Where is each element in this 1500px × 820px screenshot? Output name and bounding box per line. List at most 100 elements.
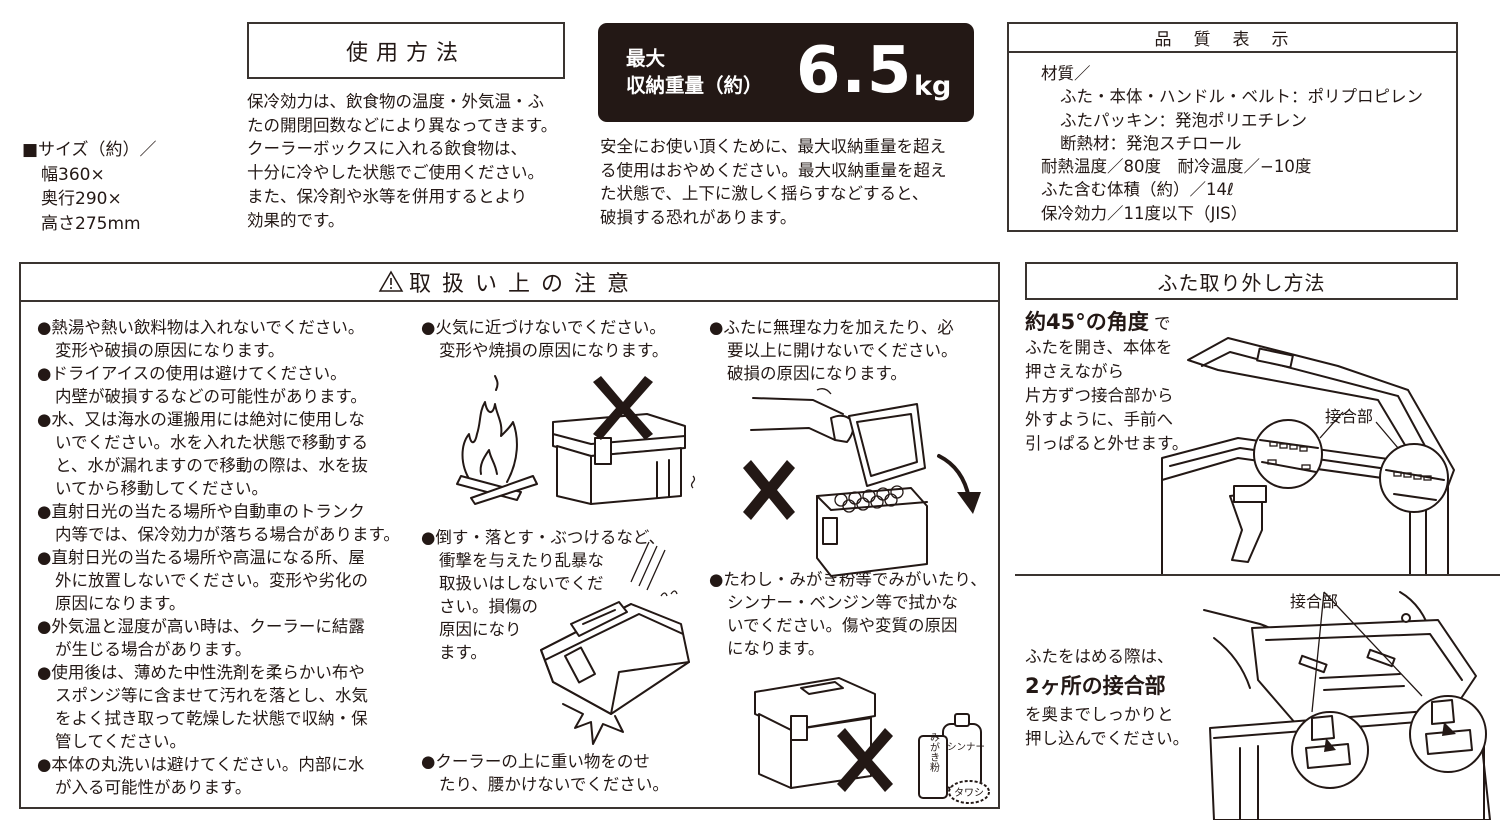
caution-line: ●ドライアイスの使用は避けてください。 xyxy=(37,364,347,383)
caution-line: さい。損傷の xyxy=(439,597,538,616)
lid-removal-line: ふたを開き、本体を xyxy=(1025,338,1173,357)
lid-removal-step1: 約45°の角度 で ふたを開き、本体を 押さえながら 片方ずつ接合部から 外すよ… xyxy=(1025,310,1188,456)
caution-line: いてから移動してください。 xyxy=(55,479,269,498)
caution-item: ●使用後は、薄めた中性洗剤を柔らかい布や スポンジ等に含ませて汚れを落とし、水気… xyxy=(37,661,400,753)
dropped-cooler-illustration xyxy=(540,541,690,745)
caution-item-lid-force: ●ふたに無理な力を加えたり、必 要以上に開けないでください。 破損の原因になりま… xyxy=(709,316,958,385)
joint-callout-label-2: 接合部 xyxy=(1290,592,1339,611)
size-spec: ■サイズ（約）／ 幅360× 奥行290× 高さ275mm xyxy=(22,138,157,236)
quality-cooling: 保冷効力／11度以下（JIS） xyxy=(1041,203,1248,223)
quality-title: 品質表示 xyxy=(1009,24,1456,53)
caution-line: になります。 xyxy=(727,639,825,658)
usage-line: クーラーボックスに入れる飲食物は、 xyxy=(247,139,528,159)
max-weight-warning: 安全にお使い頂くために、最大収納重量を超え る使用はおやめください。最大収納重量… xyxy=(600,135,947,230)
caution-line: ●外気温と湿度が高い時は、クーラーに結露 xyxy=(37,617,365,636)
max-weight-label-line1: 最大 xyxy=(626,47,666,70)
lid-removal-line: 引っぱると外せます。 xyxy=(1025,434,1189,453)
caution-item-impact: ●倒す・落とす・ぶつけるなど、 衝撃を与えたり乱暴な 取扱いはしないでくだ さい… xyxy=(421,526,665,664)
svg-text:シンナー: シンナー xyxy=(947,742,985,753)
usage-title: 使用方法 xyxy=(247,22,565,79)
caution-line: が入る可能性があります。 xyxy=(55,778,252,797)
quality-material-heading: 材質／ xyxy=(1041,64,1091,83)
quality-volume: ふた含む体積（約）／14ℓ xyxy=(1041,180,1234,200)
caution-box: 取扱い上の注意 ●熱湯や熱い飲料物は入れないでください。 変形や破損の原因になり… xyxy=(19,262,1000,809)
svg-text:みがき粉: みがき粉 xyxy=(928,732,940,773)
quality-body: 材質／ ふた・本体・ハンドル・ベルト：ポリプロピレン ふたパッキン：発泡ポリエチ… xyxy=(1041,62,1423,225)
caution-line: ●熱湯や熱い飲料物は入れないでください。 xyxy=(37,318,365,337)
caution-line: 原因になり xyxy=(439,620,522,639)
max-weight-line: る使用はおやめください。最大収納重量を超え xyxy=(600,160,947,180)
max-weight-line: た状態で、上下に激しく揺らすなどすると、 xyxy=(600,184,929,204)
svg-text:タワシ: タワシ xyxy=(954,787,984,799)
scrub-brush-icon: タワシ xyxy=(948,780,990,804)
caution-line: たり、腰かけないでください。 xyxy=(439,775,669,794)
caution-line: いでください。傷や変質の原因 xyxy=(727,616,958,635)
quality-material-body: ふた・本体・ハンドル・ベルト：ポリプロピレン xyxy=(1060,87,1423,107)
lid-removal-line: 外すように、手前へ xyxy=(1025,410,1174,429)
max-weight-line: 破損する恐れがあります。 xyxy=(600,208,797,228)
caution-line: ●直射日光の当たる場所や高温になる所、屋 xyxy=(37,548,365,567)
lid-removal-angle-suffix: で xyxy=(1153,314,1171,333)
caution-line: ●倒す・落とす・ぶつけるなど、 xyxy=(421,528,666,547)
caution-item: ●ドライアイスの使用は避けてください。 内壁が破損するなどの可能性があります。 xyxy=(37,362,400,408)
size-width: 幅360× xyxy=(41,164,105,185)
prohibited-x-icon xyxy=(837,728,893,792)
hand-icon xyxy=(750,388,855,443)
usage-line: たの開閉回数などにより異なってきます。 xyxy=(247,115,558,135)
max-weight-value: 6.5 xyxy=(796,34,913,108)
lid-attach-line: を奥までしっかりと xyxy=(1025,705,1174,724)
quality-label-box: 品質表示 材質／ ふた・本体・ハンドル・ベルト：ポリプロピレン ふたパッキン：発… xyxy=(1007,22,1458,232)
caution-line: いでください。水を入れた状態で移動する xyxy=(55,433,369,452)
max-weight-line: 安全にお使い頂くために、最大収納重量を超え xyxy=(600,137,947,156)
caution-item: ●本体の丸洗いは避けてください。内部に水 が入る可能性があります。 xyxy=(37,753,400,799)
caution-line: をよく拭き取って乾燥した状態で収納・保 xyxy=(55,709,368,728)
caution-line: 内壁が破損するなどの可能性があります。 xyxy=(55,387,367,406)
lid-section-divider xyxy=(1015,574,1500,576)
caution-line: ●たわし・みがき粉等でみがいたり、 xyxy=(709,570,987,589)
caution-line: ●使用後は、薄めた中性洗剤を柔らかい布や xyxy=(37,663,365,682)
caution-line: スポンジ等に含ませて汚れを落とし、水気 xyxy=(55,686,369,705)
thinner-bottle-icon: シンナー xyxy=(942,713,985,789)
caution-line: 内等では、保冷効力が落ちる場合があります。 xyxy=(55,525,400,544)
quality-material-insulation: 断熱材：発泡スチロール xyxy=(1060,133,1242,153)
impact-burst-icon xyxy=(562,703,624,745)
size-heading: ■サイズ（約）／ xyxy=(22,140,157,160)
bottles-icon xyxy=(834,485,904,513)
caution-line: シンナー・ベンジン等で拭かな xyxy=(727,593,958,612)
caution-item: ●外気温と湿度が高い時は、クーラーに結露 が生じる場合があります。 xyxy=(37,615,400,661)
caution-column-2: ●火気に近づけないでください。 変形や焼損の原因になります。 xyxy=(421,316,668,362)
caution-line: 管してください。 xyxy=(55,732,187,751)
caution-column-1: ●熱湯や熱い飲料物は入れないでください。 変形や破損の原因になります。 ●ドライ… xyxy=(37,316,400,799)
campfire-icon xyxy=(456,375,538,505)
polishing-powder-can-icon: みがき粉 xyxy=(918,732,948,799)
caution-line: ●クーラーの上に重い物をのせ xyxy=(421,752,650,771)
caution-item-heavy: ●クーラーの上に重い物をのせ たり、腰かけないでください。 xyxy=(421,750,669,796)
caution-line: ●水、又は海水の運搬用には絶対に使用しな xyxy=(37,410,365,429)
caution-line: ます。 xyxy=(439,643,487,662)
quality-temperature: 耐熱温度／80度 耐冷温度／−10度 xyxy=(1041,157,1312,177)
caution-line: ●本体の丸洗いは避けてください。内部に水 xyxy=(37,755,365,774)
lid-attach-line: 押し込んでください。 xyxy=(1025,729,1190,748)
prohibited-x-icon xyxy=(743,460,795,520)
caution-item-fire: ●火気に近づけないでください。 変形や焼損の原因になります。 xyxy=(421,316,668,362)
usage-line: 十分に冷やした状態でご使用ください。 xyxy=(247,163,544,183)
caution-line: 破損の原因になります。 xyxy=(727,364,907,383)
size-depth: 奥行290× xyxy=(41,189,122,209)
lid-attach-line: ふたをはめる際は、 xyxy=(1025,647,1174,666)
caution-item: ●直射日光の当たる場所や高温になる所、屋 外に放置しないでください。変形や劣化の… xyxy=(37,546,400,615)
abrasives-illustration: シンナー みがき粉 タワシ xyxy=(754,677,990,804)
lid-removal-line: 押さえながら xyxy=(1025,362,1124,381)
caution-item-abrasives: ●たわし・みがき粉等でみがいたり、 シンナー・ベンジン等で拭かな いでください。… xyxy=(709,568,987,660)
caution-item: ●熱湯や熱い飲料物は入れないでください。 変形や破損の原因になります。 xyxy=(37,316,400,362)
caution-line: と、水が漏れますので移動の際は、水を抜 xyxy=(55,456,368,475)
max-weight-label: 最大 収納重量（約） xyxy=(626,45,763,99)
usage-line: 効果的です。 xyxy=(247,210,345,230)
arrow-down-right-icon xyxy=(937,454,981,514)
usage-body: 保冷効力は、飲食物の温度・外気温・ふ たの開閉回数などにより異なってきます。 ク… xyxy=(247,90,557,232)
lid-attach-step: ふたをはめる際は、 2ヶ所の接合部 を奥までしっかりと 押し込んでください。 xyxy=(1025,645,1189,751)
lid-removal-angle: 約45°の角度 xyxy=(1025,310,1149,334)
caution-line: ●火気に近づけないでください。 xyxy=(421,318,666,337)
caution-header: 取扱い上の注意 xyxy=(21,264,998,302)
caution-item: ●直射日光の当たる場所や自動車のトランク 内等では、保冷効力が落ちる場合がありま… xyxy=(37,500,400,546)
joint-callout-label-1: 接合部 xyxy=(1325,407,1374,426)
